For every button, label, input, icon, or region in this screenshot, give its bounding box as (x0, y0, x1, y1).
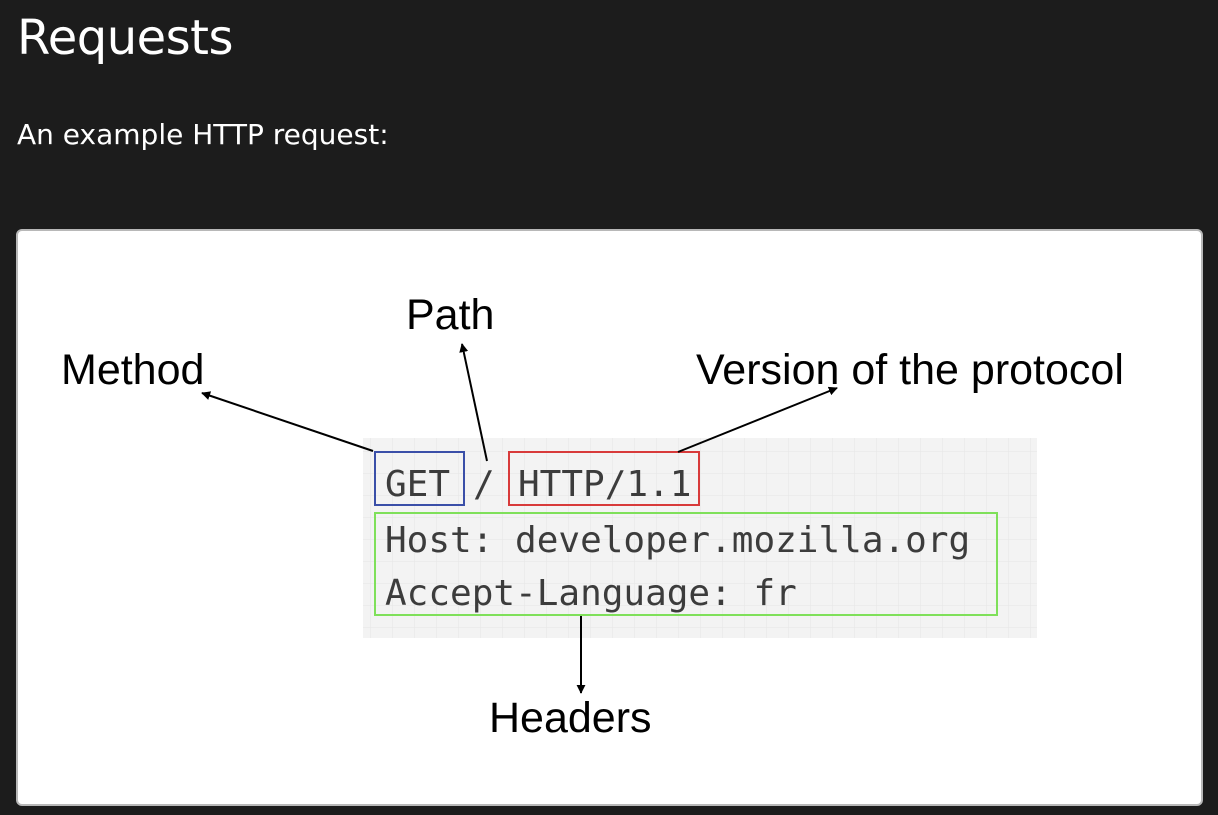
version-arrow (677, 386, 838, 453)
version-text: HTTP/1.1 (518, 464, 691, 505)
method-text: GET (385, 464, 450, 505)
http-request-diagram: GET / HTTP/1.1 Host: developer.mozilla.o… (16, 229, 1203, 806)
method-arrow (201, 391, 374, 452)
header-line-accept-language: Accept-Language: fr (385, 573, 797, 614)
version-label: Version of the protocol (696, 346, 1124, 394)
intro-text: An example HTTP request: (17, 118, 389, 151)
path-arrow (459, 343, 488, 462)
method-box (374, 451, 465, 506)
version-box (508, 451, 700, 506)
page-title: Requests (17, 10, 233, 66)
diagram-canvas: GET / HTTP/1.1 Host: developer.mozilla.o… (61, 291, 1124, 742)
path-label: Path (406, 291, 494, 339)
path-text: / (473, 464, 495, 505)
headers-label: Headers (489, 694, 652, 742)
header-line-host: Host: developer.mozilla.org (385, 520, 970, 561)
method-label: Method (61, 346, 204, 394)
headers-box (374, 512, 998, 616)
